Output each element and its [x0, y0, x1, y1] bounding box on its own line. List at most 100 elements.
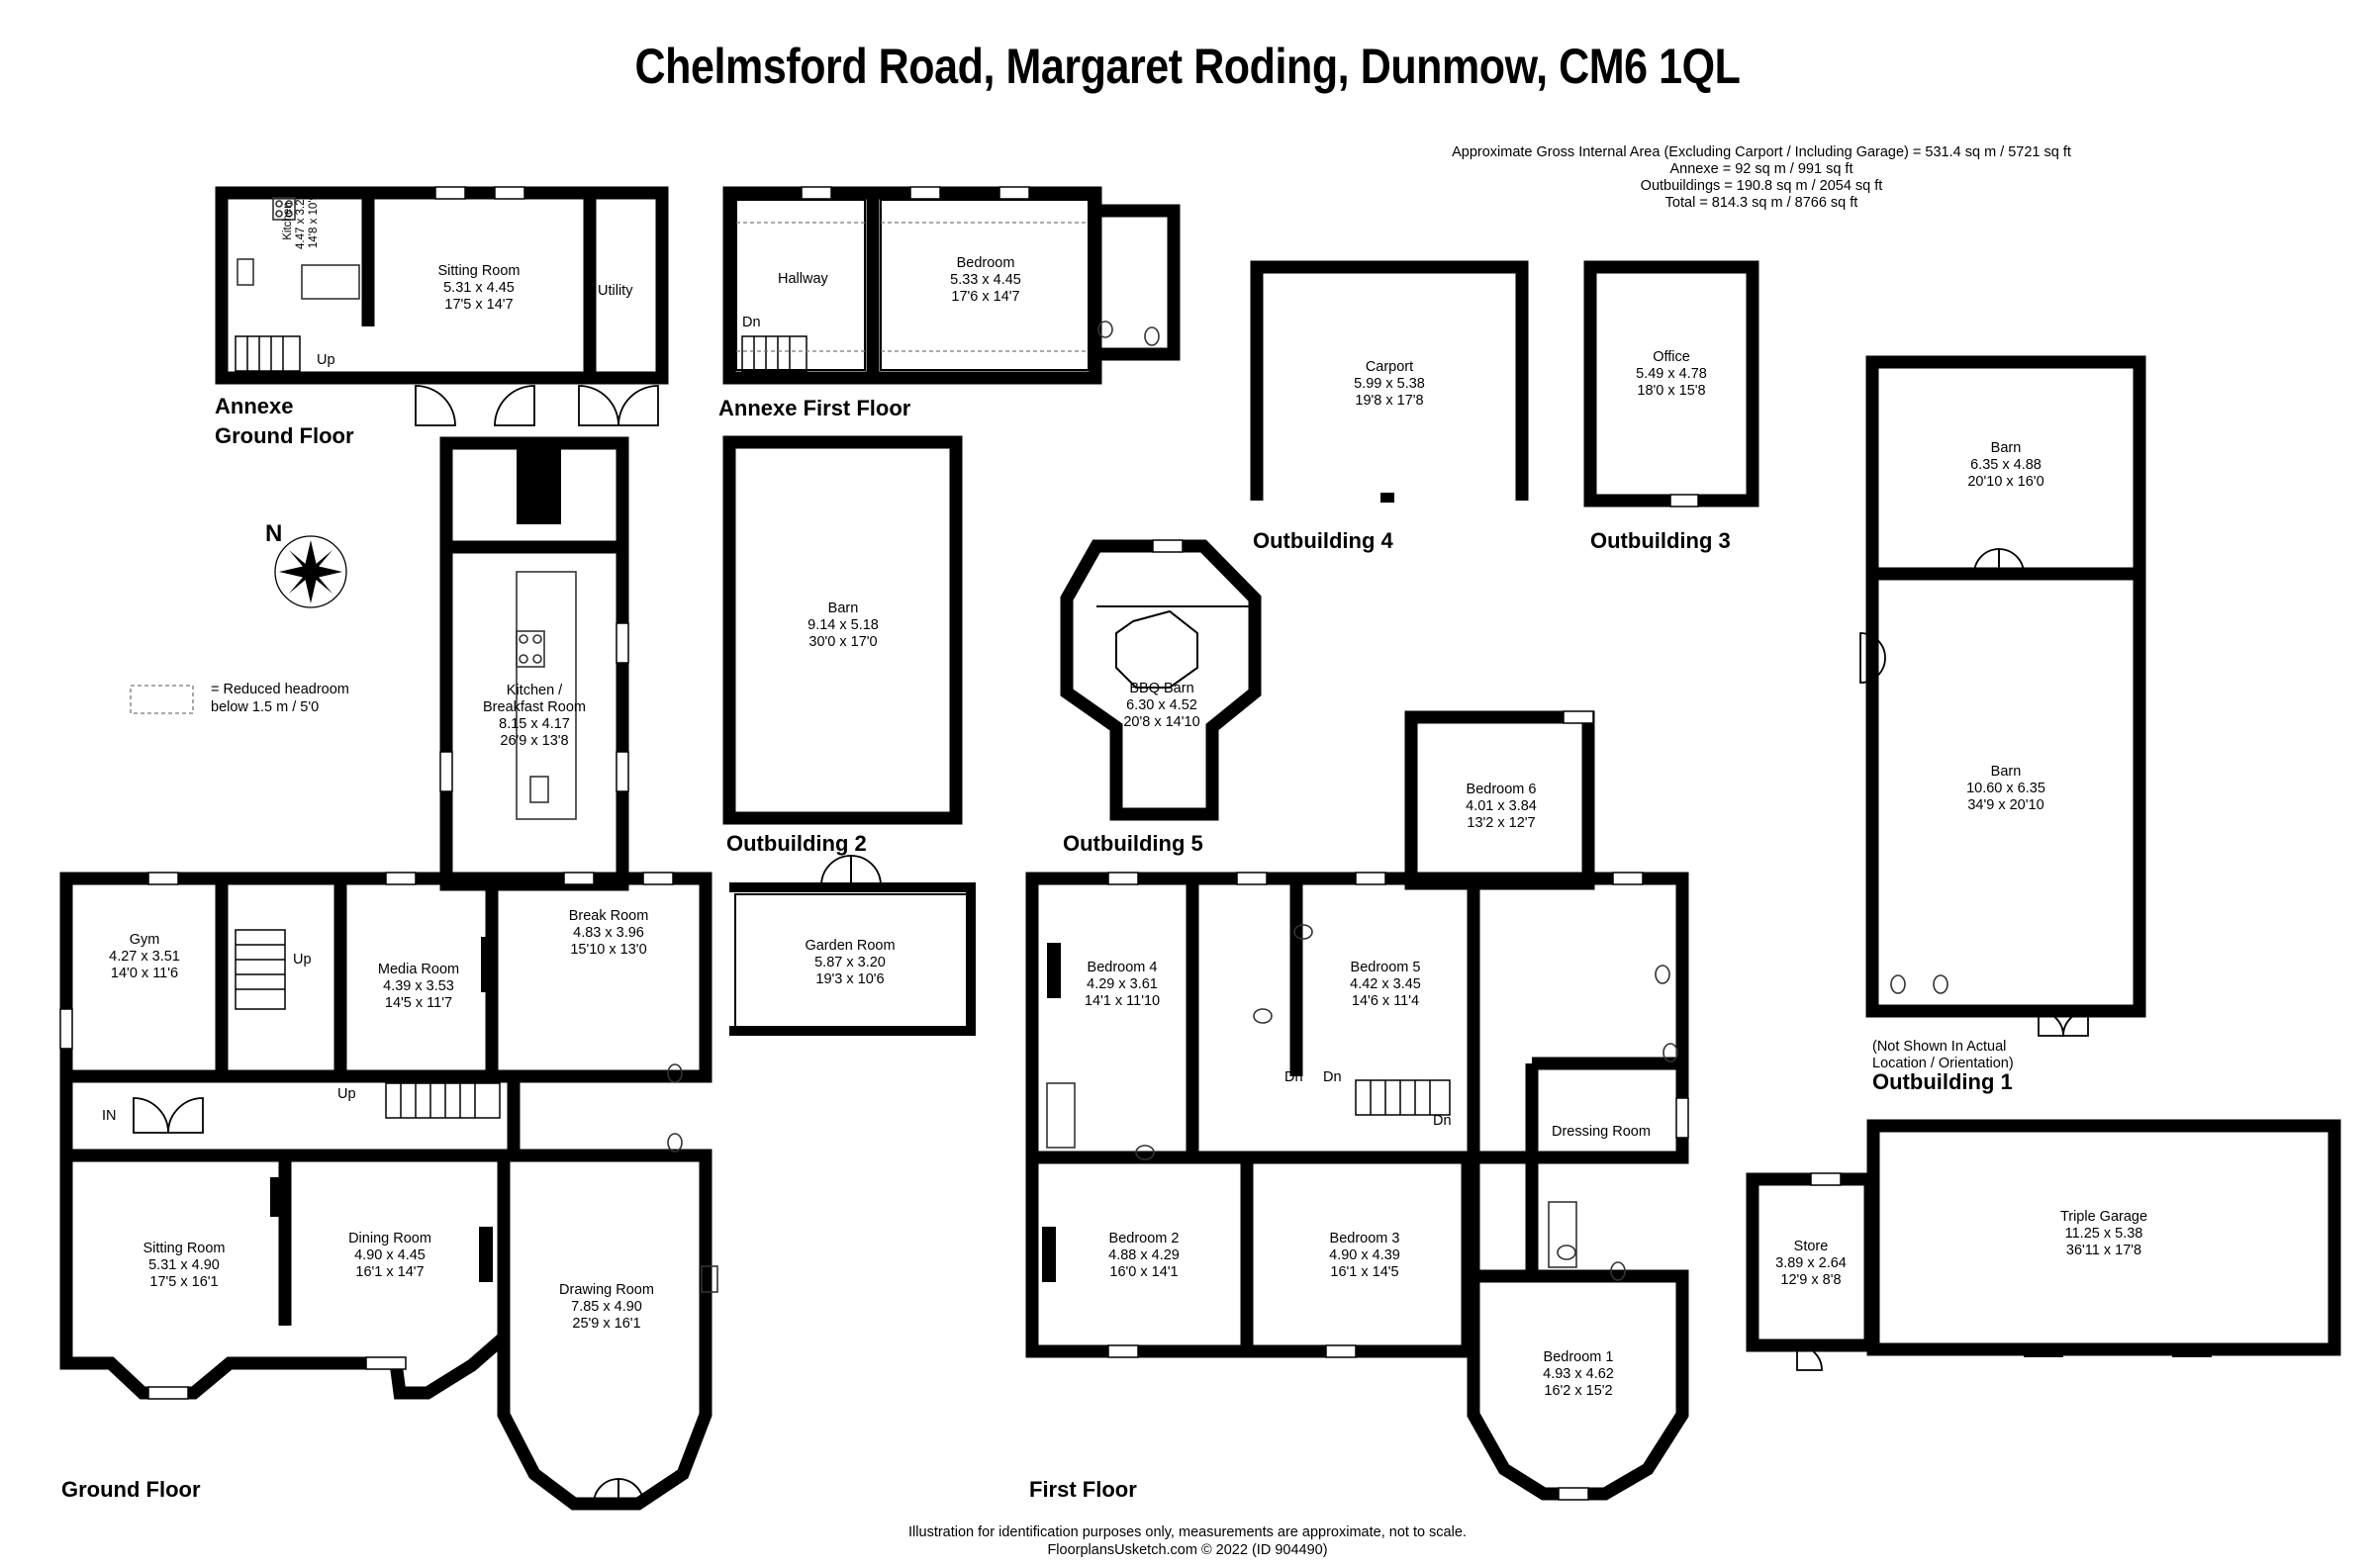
room-name: Gym	[129, 932, 160, 948]
room-bbq-barn: BBQ Barn 6.30 x 4.52 20'8 x 14'10	[1123, 681, 1199, 731]
room-bedroom-1: Bedroom 1 4.93 x 4.62 16'2 x 15'2	[1543, 1349, 1614, 1400]
room-name: Bedroom 3	[1329, 1231, 1400, 1246]
stair-up-label: Up	[337, 1086, 356, 1102]
footer-line: FloorplansUsketch.com © 2022 (ID 904490)	[1047, 1542, 1328, 1558]
room-imperial: 17'5 x 14'7	[444, 297, 514, 313]
room-metric: 10.60 x 6.35	[1966, 781, 2045, 796]
room-metric: 9.14 x 5.18	[808, 617, 879, 633]
area-summary: Approximate Gross Internal Area (Excludi…	[1385, 144, 2138, 212]
carport-walls	[1250, 260, 1529, 501]
legend-line: = Reduced headroom	[211, 682, 349, 697]
room-imperial: 13'2 x 12'7	[1467, 815, 1536, 831]
room-imperial: 14'0 x 11'6	[110, 966, 179, 981]
room-imperial: 14'5 x 11'7	[384, 995, 453, 1011]
area-line: Outbuildings = 190.8 sq m / 2054 sq ft	[1640, 178, 1883, 194]
room-bedroom-2: Bedroom 2 4.88 x 4.29 16'0 x 14'1	[1108, 1231, 1180, 1281]
floor-label-line: Ground Floor	[215, 423, 354, 448]
floor-label-ground: Ground Floor	[61, 1477, 201, 1502]
legend: = Reduced headroom below 1.5 m / 5'0	[211, 681, 349, 716]
floor-label-first: First Floor	[1029, 1477, 1137, 1502]
room-bedroom-5: Bedroom 5 4.42 x 3.45 14'6 x 11'4	[1350, 960, 1421, 1010]
floor-label-outbuilding-3: Outbuilding 3	[1590, 528, 1731, 553]
room-name: Kitchen	[282, 202, 294, 240]
room-annexe-bedroom: Bedroom 5.33 x 4.45 17'6 x 14'7	[950, 255, 1021, 306]
room-sitting: Sitting Room 5.31 x 4.90 17'5 x 16'1	[142, 1241, 225, 1291]
room-metric: 4.88 x 4.29	[1108, 1247, 1180, 1263]
room-imperial: 17'6 x 14'7	[951, 289, 1020, 305]
room-barn-ob2: Barn 9.14 x 5.18 30'0 x 17'0	[808, 600, 879, 651]
room-imperial: 18'0 x 15'8	[1637, 383, 1706, 399]
room-name: Bedroom 5	[1350, 960, 1421, 975]
room-metric: 7.85 x 4.90	[571, 1299, 642, 1315]
room-metric: 3.89 x 2.64	[1775, 1255, 1847, 1271]
room-metric: 4.39 x 3.53	[383, 978, 454, 994]
legend-swatch	[130, 685, 194, 714]
room-name: Breakfast Room	[483, 699, 586, 715]
room-name: Bedroom	[956, 255, 1015, 271]
outbuilding1-walls	[1865, 355, 2146, 1018]
room-imperial: 26'9 x 13'8	[500, 733, 569, 749]
room-imperial: 34'9 x 20'10	[1967, 797, 2044, 813]
stair-up-label: Up	[293, 952, 312, 968]
floor-label-annexe-ground: Annexe Ground Floor	[215, 392, 354, 451]
footer-line: Illustration for identification purposes…	[908, 1524, 1467, 1540]
stair-dn-label: Dn	[1284, 1069, 1303, 1085]
room-imperial: 14'6 x 11'4	[1351, 993, 1420, 1009]
room-imperial: 14'8 x 10'9	[308, 194, 320, 248]
note-line: Location / Orientation)	[1872, 1056, 2014, 1071]
room-annexe-kitchen: Kitchen 4.47 x 3.28 14'8 x 10'9	[282, 193, 321, 249]
floor-label-outbuilding-5: Outbuilding 5	[1063, 831, 1203, 856]
room-metric: 5.31 x 4.45	[443, 280, 515, 296]
room-name: Media Room	[377, 962, 460, 977]
room-name: Barn	[827, 600, 859, 616]
room-metric: 6.30 x 4.52	[1126, 697, 1197, 713]
stair-dn-label: Dn	[1433, 1113, 1452, 1129]
room-dining: Dining Room 4.90 x 4.45 16'1 x 14'7	[348, 1231, 431, 1281]
stair-dn-label: Dn	[1323, 1069, 1342, 1085]
room-imperial: 17'5 x 16'1	[149, 1274, 219, 1290]
room-name: Break Room	[568, 908, 649, 924]
stair-up-label: Up	[317, 352, 335, 368]
room-imperial: 16'1 x 14'7	[355, 1264, 425, 1280]
room-metric: 4.42 x 3.45	[1350, 976, 1421, 992]
room-name: Carport	[1365, 359, 1414, 375]
room-imperial: 30'0 x 17'0	[808, 634, 878, 650]
room-metric: 5.49 x 4.78	[1636, 366, 1707, 382]
room-metric: 5.87 x 3.20	[814, 955, 886, 970]
room-imperial: 14'1 x 11'10	[1084, 993, 1161, 1009]
room-name: Bedroom 6	[1466, 782, 1537, 797]
legend-line: below 1.5 m / 5'0	[211, 699, 320, 715]
floor-label-outbuilding-1: Outbuilding 1	[1872, 1069, 2013, 1094]
room-metric: 4.90 x 4.39	[1329, 1247, 1400, 1263]
room-imperial: 16'1 x 14'5	[1330, 1264, 1399, 1280]
room-office: Office 5.49 x 4.78 18'0 x 15'8	[1636, 349, 1707, 400]
triple-garage-walls	[1866, 1119, 2341, 1356]
room-barn-small: Barn 6.35 x 4.88 20'10 x 16'0	[1967, 440, 2043, 491]
room-metric: 4.93 x 4.62	[1543, 1366, 1614, 1382]
room-imperial: 16'2 x 15'2	[1544, 1383, 1613, 1399]
room-imperial: 20'10 x 16'0	[1967, 474, 2044, 490]
room-name: Store	[1793, 1239, 1829, 1254]
floor-label-outbuilding-2: Outbuilding 2	[726, 831, 867, 856]
area-line: Annexe = 92 sq m / 991 sq ft	[1669, 161, 1853, 177]
room-metric: 5.33 x 4.45	[950, 272, 1021, 288]
footer: Illustration for identification purposes…	[0, 1523, 2375, 1559]
room-metric: 4.27 x 3.51	[109, 949, 180, 965]
floor-label-annexe-first: Annexe First Floor	[718, 396, 911, 420]
compass-icon	[274, 535, 347, 608]
room-metric: 4.90 x 4.45	[354, 1247, 426, 1263]
compass-label: N	[265, 520, 283, 547]
room-imperial: 25'9 x 16'1	[572, 1316, 641, 1332]
room-triple-garage: Triple Garage 11.25 x 5.38 36'11 x 17'8	[2060, 1209, 2147, 1259]
room-name: Office	[1653, 349, 1690, 365]
room-barn-large: Barn 10.60 x 6.35 34'9 x 20'10	[1966, 764, 2045, 814]
room-name: Barn	[1990, 764, 2022, 780]
floor-label-line: Annexe	[215, 394, 294, 418]
room-name: Kitchen /	[506, 683, 563, 698]
room-name: Garden Room	[805, 938, 896, 954]
room-name: Bedroom 2	[1108, 1231, 1180, 1246]
room-gym: Gym 4.27 x 3.51 14'0 x 11'6	[109, 932, 180, 982]
room-metric: 4.01 x 3.84	[1466, 798, 1537, 814]
room-name: Sitting Room	[142, 1241, 226, 1256]
